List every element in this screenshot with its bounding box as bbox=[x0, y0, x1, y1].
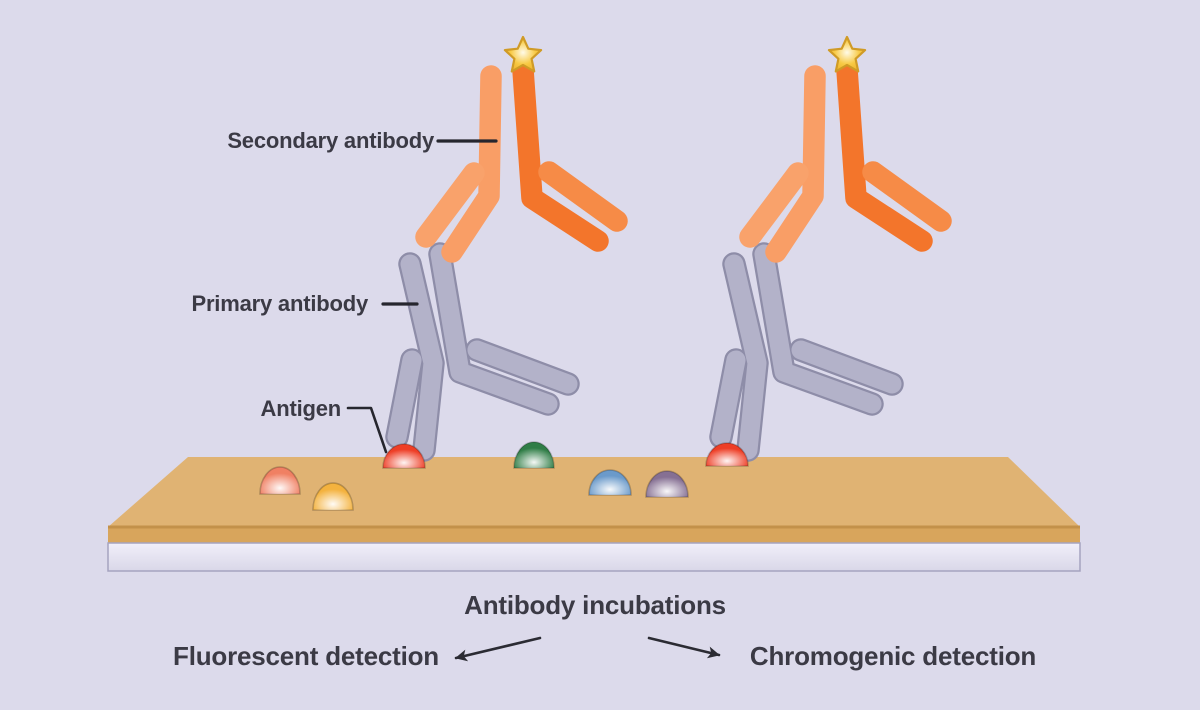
membrane-front-face bbox=[108, 528, 1080, 543]
antigen-leader-line bbox=[346, 406, 388, 454]
arrow-to-chromogenic bbox=[647, 636, 721, 659]
antigen-label: Antigen bbox=[260, 396, 342, 421]
primary-light-chain-left-fill bbox=[387, 350, 422, 447]
secondary-light-chain-left bbox=[415, 162, 485, 248]
secondary-antibody bbox=[415, 59, 628, 263]
fluorescent-detection-label: Fluorescent detection bbox=[173, 641, 439, 671]
secondary-light-chain-right bbox=[538, 161, 628, 232]
secondary-antibody-label: Secondary antibody bbox=[227, 128, 434, 153]
membrane-backing bbox=[107, 542, 1081, 572]
arrow-to-fluorescent bbox=[454, 636, 542, 662]
secondary-heavy-chain-left bbox=[441, 65, 502, 263]
chromogenic-detection-label: Chromogenic detection bbox=[749, 641, 1037, 671]
primary-antibody-label: Primary antibody bbox=[191, 291, 368, 316]
antigens bbox=[259, 441, 749, 511]
primary-light-chain-right-fill bbox=[467, 340, 578, 394]
secondary-heavy-chain-right bbox=[512, 59, 609, 252]
antibody-complex-right bbox=[721, 37, 941, 450]
antibody-incubations-label: Antibody incubations bbox=[464, 590, 726, 620]
antibody-complex-left bbox=[385, 35, 628, 462]
antigen-purple-shine bbox=[646, 471, 688, 497]
antigen-blue-shine bbox=[589, 470, 631, 495]
primary-heavy-chain-right-fill bbox=[430, 244, 558, 414]
leader-lines bbox=[346, 139, 498, 454]
primary-heavy-chain-left-fill bbox=[400, 254, 443, 460]
antigen-red-bound-right-shine bbox=[706, 443, 748, 466]
antigen-green-shine bbox=[514, 442, 554, 468]
antigen-red-bound-left-shine bbox=[383, 444, 425, 468]
primary-antibody bbox=[385, 242, 580, 462]
antigen-yellow-shine bbox=[313, 483, 353, 510]
flow-arrows bbox=[454, 636, 721, 662]
fluorophore-star-icon bbox=[503, 35, 543, 73]
membrane bbox=[107, 457, 1081, 572]
antigen-salmon-shine bbox=[260, 467, 300, 494]
